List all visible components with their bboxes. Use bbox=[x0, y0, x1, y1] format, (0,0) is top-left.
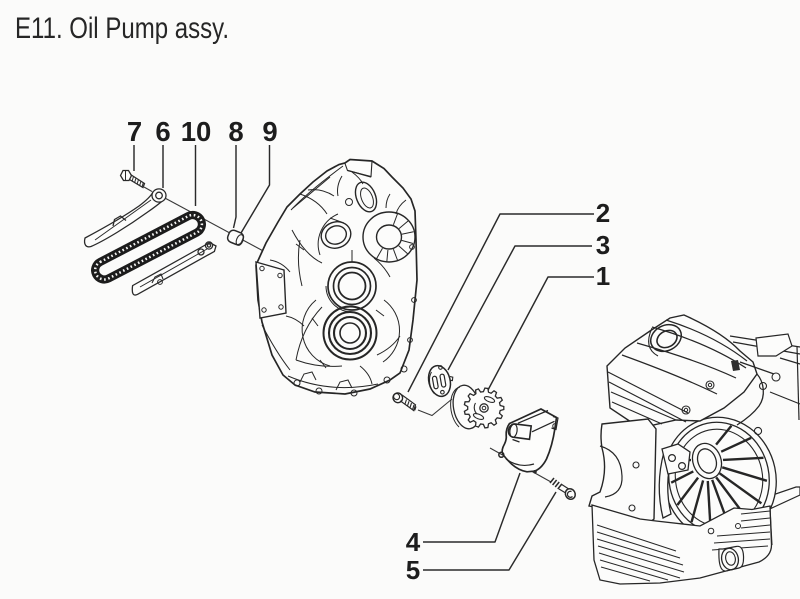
svg-text:10: 10 bbox=[181, 116, 212, 147]
svg-text:1: 1 bbox=[596, 261, 610, 291]
svg-text:3: 3 bbox=[596, 230, 610, 260]
svg-text:9: 9 bbox=[262, 116, 277, 147]
svg-text:7: 7 bbox=[127, 116, 142, 147]
svg-text:5: 5 bbox=[406, 555, 420, 585]
svg-text:E11. Oil Pump assy.: E11. Oil Pump assy. bbox=[15, 12, 229, 45]
svg-text:8: 8 bbox=[228, 116, 243, 147]
svg-text:2: 2 bbox=[596, 198, 610, 228]
svg-text:4: 4 bbox=[406, 527, 421, 557]
svg-text:6: 6 bbox=[155, 116, 170, 147]
